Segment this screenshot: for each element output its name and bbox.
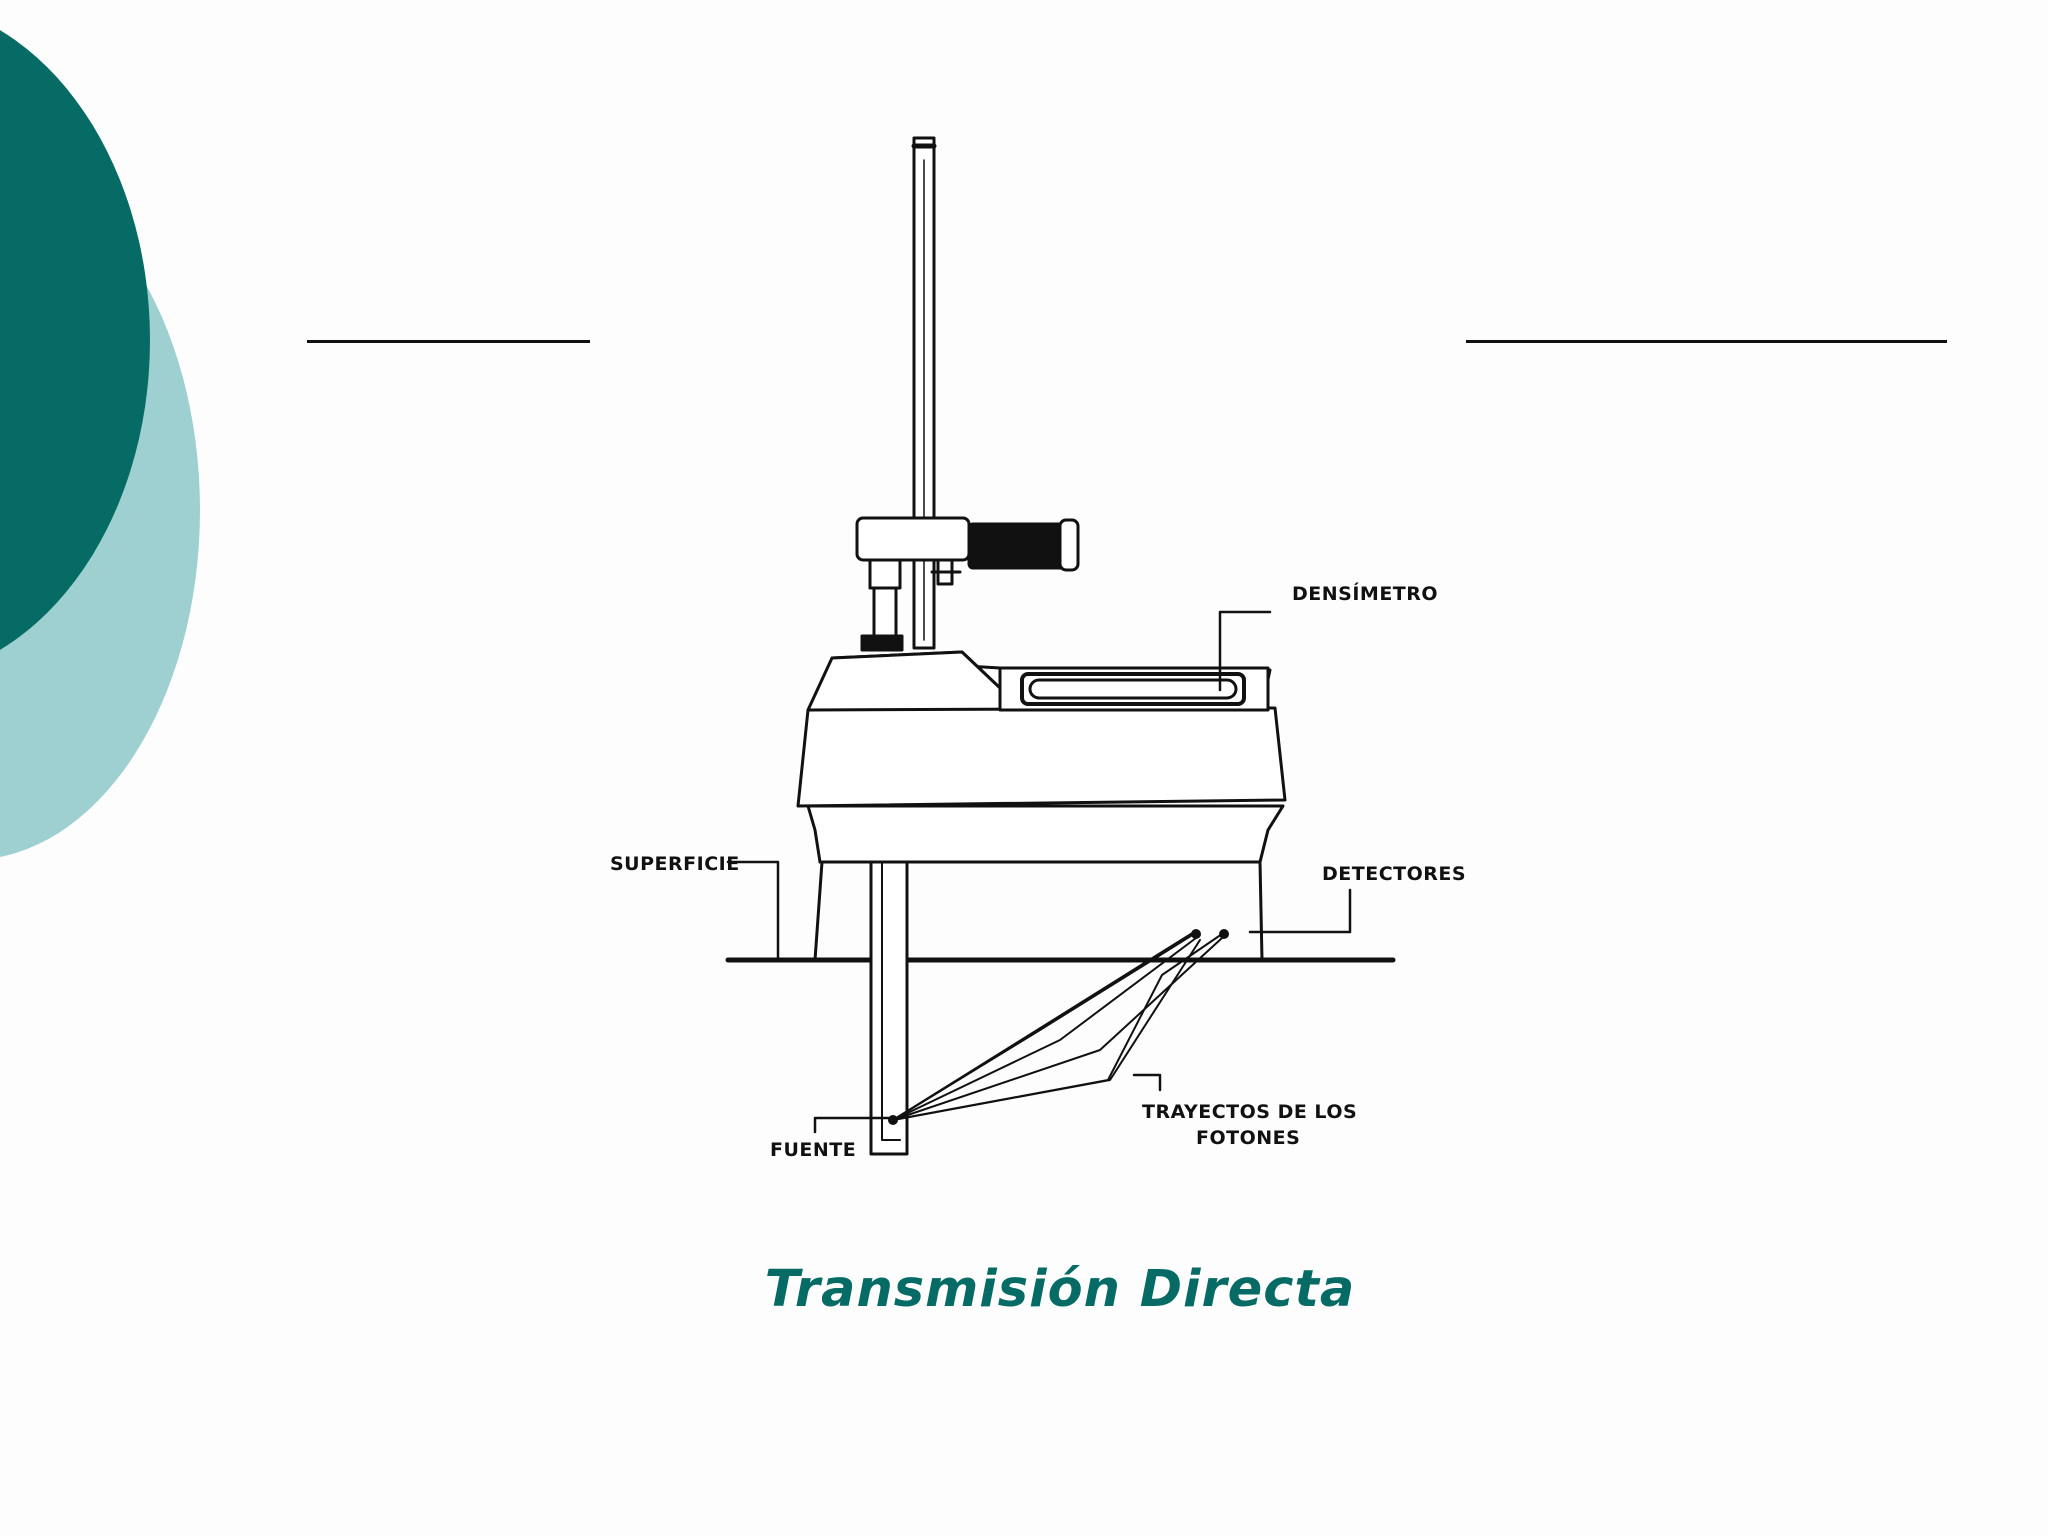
label-densimetro: DENSÍMETRO xyxy=(1292,582,1438,605)
photon-paths xyxy=(888,929,1229,1125)
gauge-housing xyxy=(796,650,1287,962)
leader-lines xyxy=(726,610,1352,1134)
label-trayectos-line1: TRAYECTOS DE LOS xyxy=(1142,1101,1357,1123)
label-detectores: DETECTORES xyxy=(1322,863,1466,885)
source-probe xyxy=(869,860,909,1156)
label-superficie: SUPERFICIE xyxy=(610,853,740,875)
handle-assembly xyxy=(855,516,1080,652)
title-rule-left xyxy=(307,340,590,343)
label-fuente: FUENTE xyxy=(770,1139,856,1161)
title-rule-right xyxy=(1466,340,1947,343)
label-trayectos-line2: FOTONES xyxy=(1196,1127,1300,1149)
slide-caption: Transmisión Directa xyxy=(764,1260,1356,1319)
